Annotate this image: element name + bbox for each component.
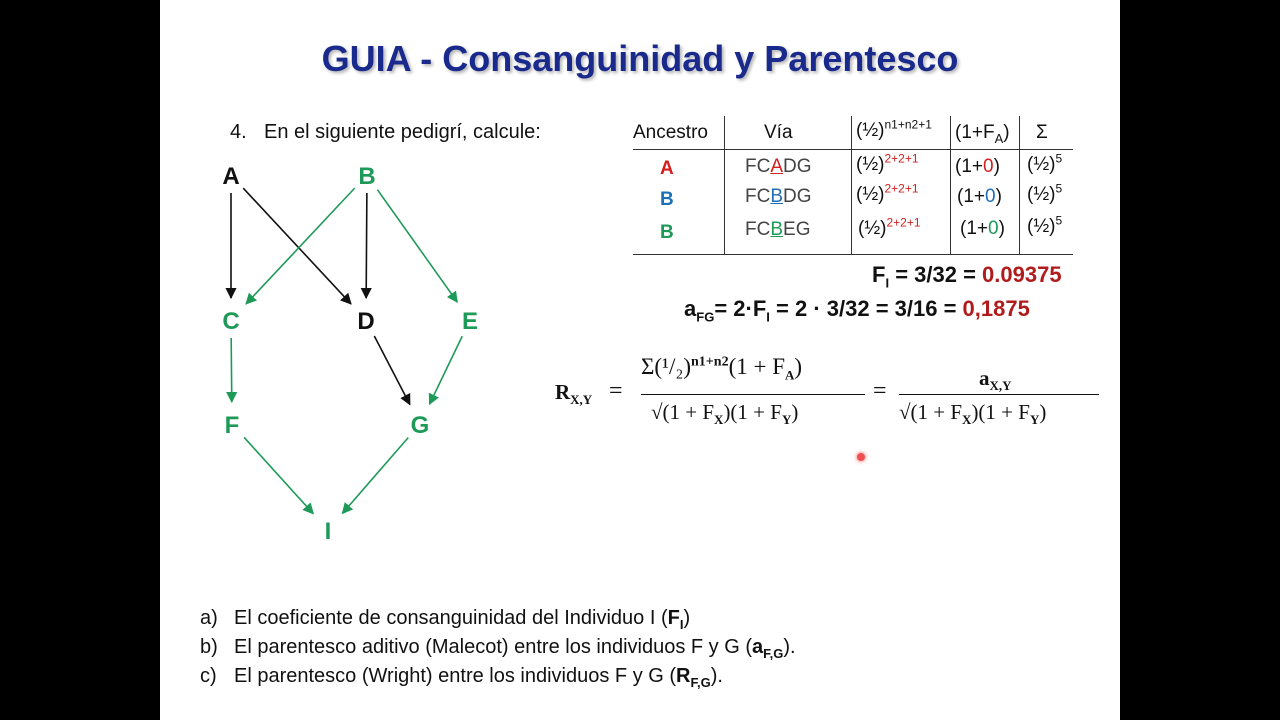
header-half: (½)n1+n2+1 [856,117,932,141]
node-c: C [222,308,239,335]
node-d: D [357,308,374,335]
pedigree-diagram: A B C D E F G I [222,163,478,545]
pedigree-edges [225,187,463,515]
question-number: 4. [230,121,247,143]
edge-b-d [360,192,372,300]
header-one-fa: (1+FA) [955,122,1010,146]
slide-title: GUIA - Consanguinidad y Parentesco [321,38,959,79]
fraction-bar [641,394,865,395]
table-divider [1019,116,1020,254]
node-i: I [325,518,332,545]
table-bottom-rule [633,254,1073,255]
row-sum: (½)5 [1027,151,1063,175]
table-divider [950,116,951,254]
row-one-fa: (1+0) [960,218,1005,239]
node-e: E [462,308,478,335]
pedigree-nodes: A B C D E F G I [222,163,478,545]
row-ancestro: A [660,158,674,179]
formula-numerator-2: aX,Y [979,366,1012,394]
fi-value: 0.09375 [982,262,1062,287]
formula-denominator: √(1 + FX)(1 + FY) [651,400,799,428]
node-f: F [225,412,240,439]
edge-a-d [242,187,352,305]
fi-result: FI = 3/32 = 0.09375 [872,262,1062,291]
sub-question-a: a)El coeficiente de consanguinidad del I… [200,607,691,632]
afg-value: 0,1875 [962,296,1030,321]
formula-equals-2: = [873,378,887,404]
formula-equals: = [609,378,623,404]
formula-denominator-2: √(1 + FX)(1 + FY) [899,400,1047,428]
edge-f-i [243,436,314,515]
node-g: G [411,412,430,439]
row-half: (½)2+2+1 [858,215,921,239]
question-text: En el siguiente pedigrí, calcule: [264,121,541,143]
node-b: B [358,163,375,190]
slide: GUIA - Consanguinidad y Parentesco 4. En … [160,0,1120,720]
formula-lhs: RX,Y [555,380,593,408]
formula-numerator: Σ(¹/₂)n1+n2(1 + FA) [641,354,803,383]
table-divider [851,116,852,254]
edge-b-e [376,189,458,303]
header-ancestro: Ancestro [633,122,708,143]
sub-questions: a)El coeficiente de consanguinidad del I… [200,604,796,691]
edge-d-g [373,335,411,406]
header-sum: Σ [1036,122,1048,143]
row-half: (½)2+2+1 [856,181,919,205]
sub-question-b: b)El parentesco aditivo (Malecot) entre … [200,636,796,661]
edge-e-g [428,335,463,406]
row-one-fa: (1+0) [955,156,1000,177]
fraction-bar-2 [899,394,1099,395]
row-via: FCBDG [745,186,812,207]
edge-b-c [245,187,356,305]
row-one-fa: (1+0) [957,186,1002,207]
row-via: FCBEG [745,219,811,240]
row-sum: (½)5 [1027,181,1063,205]
sub-question-c: c)El parentesco (Wright) entre los indiv… [200,665,723,690]
node-a: A [222,163,239,190]
row-sum: (½)5 [1027,213,1063,237]
row-via: FCADG [745,156,812,177]
row-ancestro: B [660,189,674,210]
table-header-rule [633,149,1073,150]
row-ancestro: B [660,222,674,243]
edge-c-f [226,337,238,404]
laser-pointer [857,453,865,461]
row-half: (½)2+2+1 [856,151,919,175]
header-via: Vía [764,122,793,143]
afg-result: aFG= 2·FI = 2 · 3/32 = 3/16 = 0,1875 [684,296,1030,325]
path-table: Ancestro Vía (½)n1+n2+1 (1+FA) Σ A FCADG… [630,114,1080,259]
edge-g-i [341,437,409,515]
question: 4. En el siguiente pedigrí, calcule: [230,121,541,144]
table-divider [724,116,725,254]
wright-formula: RX,Y = Σ(¹/₂)n1+n2(1 + FA) √(1 + FX)(1 +… [555,350,1115,440]
